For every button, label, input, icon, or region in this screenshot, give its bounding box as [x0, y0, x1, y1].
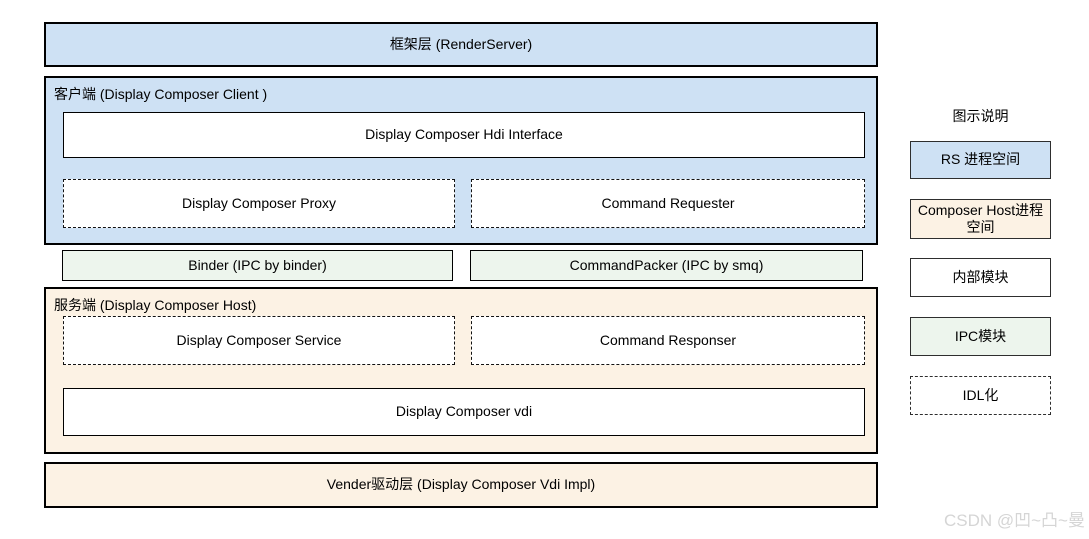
legend-item-rs-process-space-label: RS 进程空间 — [940, 151, 1021, 168]
command-requester-label: Command Requester — [601, 194, 735, 211]
legend-item-ipc-module-label: IPC模块 — [954, 327, 1007, 344]
binder-ipc-box: Binder (IPC by binder) — [62, 250, 453, 281]
framework-layer-label: 框架层 (RenderServer) — [389, 35, 533, 52]
legend-item-idl-label: IDL化 — [962, 386, 999, 403]
binder-ipc-label: Binder (IPC by binder) — [188, 256, 327, 273]
framework-layer-box: 框架层 (RenderServer) — [44, 22, 878, 67]
composer-vdi-box: Display Composer vdi — [63, 388, 865, 436]
composer-proxy-label: Display Composer Proxy — [181, 194, 337, 211]
command-responser-label: Command Responser — [599, 331, 737, 348]
composer-service-label: Display Composer Service — [176, 331, 342, 348]
legend-item-ipc-module: IPC模块 — [910, 317, 1051, 356]
host-container-label: 服务端 (Display Composer Host) — [54, 297, 257, 313]
command-packer-label: CommandPacker (IPC by smq) — [569, 256, 764, 273]
command-responser-box: Command Responser — [471, 316, 865, 365]
legend-item-rs-process-space: RS 进程空间 — [910, 141, 1051, 179]
legend-item-composer-host-process-space-label: Composer Host进程空间 — [917, 201, 1044, 236]
client-container-label: 客户端 (Display Composer Client ) — [54, 86, 268, 102]
host-container: 服务端 (Display Composer Host) Display Comp… — [44, 287, 878, 454]
hdi-interface-label: Display Composer Hdi Interface — [365, 126, 563, 143]
legend-item-internal-module: 内部模块 — [910, 258, 1051, 297]
legend-item-internal-module-label: 内部模块 — [952, 268, 1009, 285]
composer-proxy-box: Display Composer Proxy — [63, 179, 455, 228]
hdi-interface-box: Display Composer Hdi Interface — [63, 112, 865, 158]
legend-item-composer-host-process-space: Composer Host进程空间 — [910, 199, 1051, 239]
client-container: 客户端 (Display Composer Client ) Display C… — [44, 76, 878, 245]
vendor-layer-box: Vender驱动层 (Display Composer Vdi Impl) — [44, 462, 878, 508]
csdn-watermark: CSDN @凹~凸~曼 — [943, 511, 1085, 530]
vendor-layer-label: Vender驱动层 (Display Composer Vdi Impl) — [326, 476, 596, 493]
composer-service-box: Display Composer Service — [63, 316, 455, 365]
legend-item-idl: IDL化 — [910, 376, 1051, 415]
composer-vdi-label: Display Composer vdi — [395, 403, 533, 420]
legend-title: 图示说明 — [952, 108, 1009, 124]
command-requester-box: Command Requester — [471, 179, 865, 228]
command-packer-box: CommandPacker (IPC by smq) — [470, 250, 863, 281]
